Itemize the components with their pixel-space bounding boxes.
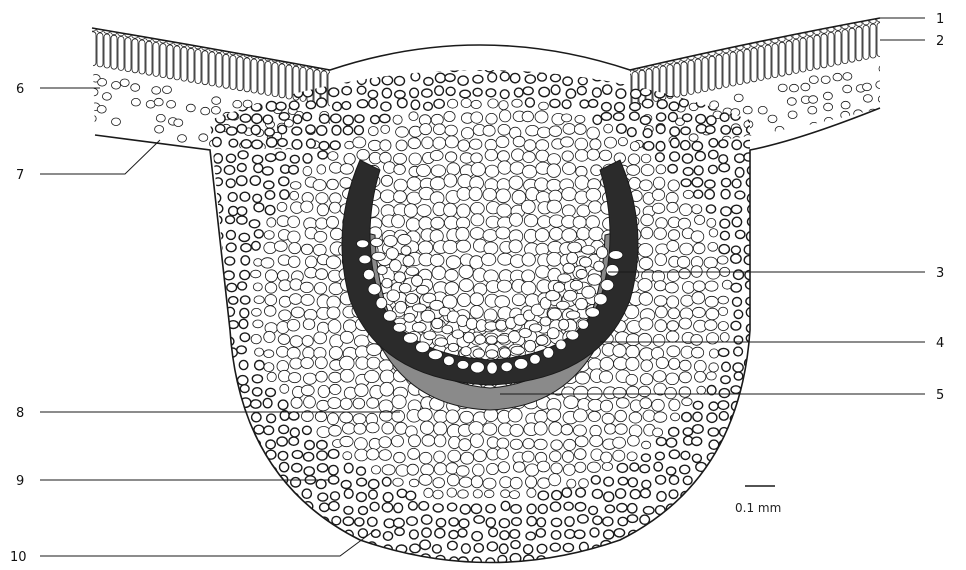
label-9: 9	[16, 474, 24, 489]
leader-line-10	[40, 530, 375, 556]
label-5: 5	[936, 388, 944, 403]
midrib-parenchyma	[197, 33, 758, 567]
scale-bar-label: 0.1 mm	[735, 501, 781, 515]
label-2: 2	[936, 34, 944, 49]
label-7: 7	[16, 168, 24, 183]
label-8: 8	[16, 406, 24, 421]
label-10: 10	[10, 550, 27, 565]
label-6: 6	[16, 82, 24, 97]
label-4: 4	[936, 336, 944, 351]
leader-line-7	[40, 140, 160, 174]
scale-bar: 0.1 mm	[735, 486, 781, 515]
label-1: 1	[936, 12, 944, 27]
label-3: 3	[936, 266, 944, 281]
